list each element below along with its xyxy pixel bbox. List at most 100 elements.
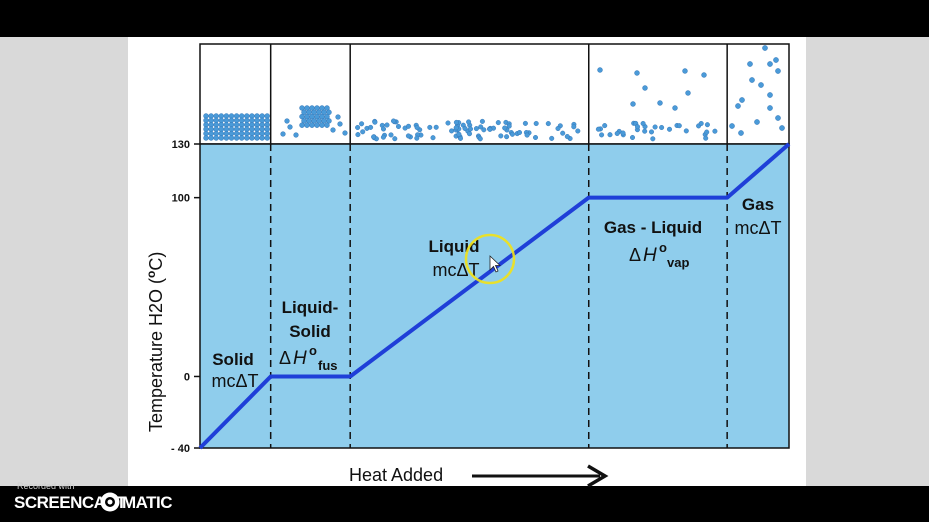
- molecule-dot: [522, 120, 528, 126]
- molecule-dot: [502, 125, 508, 131]
- molecule-dot: [614, 130, 620, 136]
- region-fusion-title-line2: Solid: [289, 322, 331, 341]
- molecule-dot: [642, 85, 648, 91]
- molecule-dot: [293, 132, 299, 138]
- screencast-watermark: Recorded with SCREENCAST MATIC: [14, 481, 173, 512]
- molecule-dot: [337, 121, 343, 127]
- molecule-dot: [762, 45, 768, 51]
- molecule-dot: [509, 131, 515, 137]
- molecule-dot: [481, 127, 487, 133]
- region-gas-formula: mcΔT: [734, 218, 781, 238]
- region-fusion-title-line1: Liquid-: [282, 298, 339, 317]
- y-axis-label-degree: o: [144, 271, 158, 278]
- region-vaporization-sub: vap: [667, 255, 689, 270]
- molecule-dot: [504, 134, 510, 140]
- molecule-dot: [284, 118, 290, 124]
- molecule-dot: [738, 130, 744, 136]
- molecule-dot: [634, 70, 640, 76]
- molecule-dot: [309, 122, 315, 128]
- molecule-dot: [735, 103, 741, 109]
- molecule-dot: [430, 135, 436, 141]
- side-panel-left: [0, 37, 128, 486]
- y-tick-label: - 40: [171, 443, 190, 455]
- molecule-dot: [433, 124, 439, 130]
- molecule-dot: [630, 134, 636, 140]
- region-liquid-title: Liquid: [429, 237, 480, 256]
- region-fusion: Liquid- Solid Δ H o fus: [279, 298, 338, 373]
- watermark-recorded-with: Recorded with: [17, 481, 75, 491]
- molecule-dot: [392, 136, 398, 142]
- molecule-strip: [199, 43, 790, 145]
- molecule-dot: [549, 135, 555, 141]
- molecule-dot: [249, 135, 255, 141]
- molecule-dot: [359, 121, 365, 127]
- molecule-dot: [213, 135, 219, 141]
- y-axis-label: Temperature H2O (oC): [144, 252, 166, 432]
- heating-curve-line: [198, 142, 791, 450]
- molecule-dot: [314, 122, 320, 128]
- molecule-dot: [223, 135, 230, 141]
- region-vaporization-title: Gas - Liquid: [604, 218, 702, 237]
- molecule-dot: [479, 118, 485, 124]
- molecule-dot: [427, 124, 433, 130]
- molecule-dot: [640, 120, 646, 126]
- molecule-dot: [704, 122, 710, 128]
- watermark-o-icon: [100, 492, 120, 512]
- molecule-dot: [703, 135, 709, 141]
- molecule-dot: [560, 130, 566, 136]
- molecule-dot: [342, 130, 348, 136]
- mouse-cursor: [464, 233, 516, 285]
- molecule-dot: [259, 135, 265, 141]
- region-fusion-sub: fus: [318, 358, 338, 373]
- molecule-dot: [335, 114, 341, 120]
- plot-area: [199, 143, 790, 449]
- molecule-dot: [712, 128, 718, 134]
- molecule-dot: [773, 57, 779, 63]
- molecule-dot: [381, 126, 387, 132]
- molecule-dot: [685, 90, 691, 96]
- region-solid: Solid mcΔT: [211, 350, 258, 391]
- molecule-dot: [630, 101, 636, 107]
- molecule-dot: [775, 115, 781, 121]
- molecule-dot: [597, 67, 603, 73]
- right-arrow-icon: [472, 464, 609, 488]
- molecule-dot: [371, 134, 377, 140]
- molecule-dot: [477, 136, 483, 142]
- molecule-dot: [599, 132, 605, 138]
- molecule-dot: [391, 118, 397, 124]
- molecule-dot: [739, 97, 745, 103]
- molecule-dot: [545, 121, 551, 127]
- region-fusion-sup: o: [309, 343, 317, 358]
- molecule-dot: [498, 133, 504, 139]
- molecule-dot: [406, 123, 412, 129]
- y-tick-label: 0: [184, 371, 190, 383]
- molecule-dot: [779, 125, 785, 131]
- molecule-dot: [607, 132, 613, 138]
- region-fusion-delta: Δ: [279, 348, 291, 368]
- molecule-dot: [729, 123, 735, 129]
- region-solid-formula: mcΔT: [211, 371, 258, 391]
- molecule-dot: [667, 126, 673, 132]
- phase-boundaries: [269, 44, 728, 448]
- molecule-dot: [758, 82, 764, 88]
- molecule-dot: [635, 124, 641, 130]
- region-vaporization: Gas - Liquid Δ H o vap: [604, 218, 702, 270]
- cursor-highlight-ring: [464, 233, 516, 285]
- molecule-dot: [228, 135, 235, 141]
- molecule-dot: [749, 77, 755, 83]
- molecule-dot: [414, 124, 420, 130]
- molecule-dot: [287, 124, 293, 130]
- molecule-dot: [324, 122, 330, 128]
- molecule-dot: [355, 132, 361, 138]
- watermark-brand-right: MATIC: [122, 493, 172, 512]
- molecule-dot: [244, 135, 250, 141]
- molecule-dot: [304, 122, 310, 128]
- molecule-dot: [652, 124, 658, 130]
- molecule-dot: [233, 135, 240, 141]
- molecule-dot: [642, 128, 648, 134]
- molecules: [203, 45, 785, 142]
- molecule-dot: [555, 125, 561, 131]
- region-vaporization-delta: Δ: [629, 245, 641, 265]
- molecule-dot: [659, 124, 665, 130]
